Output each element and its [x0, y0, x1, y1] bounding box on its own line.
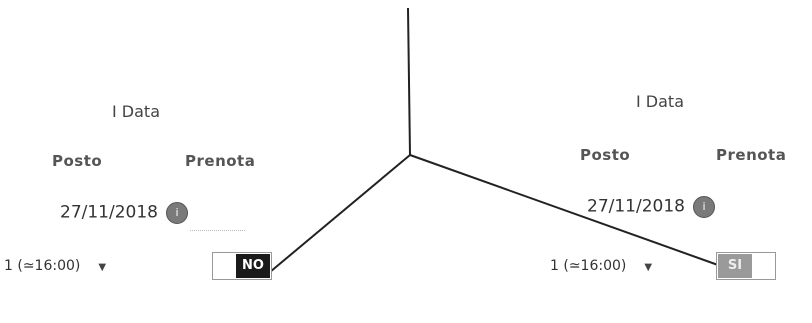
divider: [190, 230, 245, 231]
toggle-label: SI: [718, 254, 752, 278]
right-slot-value: 1 (≃16:00): [550, 258, 627, 274]
right-slot-select[interactable]: 1 (≃16:00) ▼: [550, 258, 652, 274]
left-col-posto: Posto: [52, 152, 103, 170]
right-prenota-toggle[interactable]: SI: [716, 252, 776, 280]
chevron-down-icon: ▼: [98, 262, 107, 273]
right-header-data: I Data: [636, 92, 685, 111]
toggle-label: NO: [236, 254, 270, 278]
right-date-cell: 27/11/2018 i: [587, 196, 716, 218]
right-col-prenota: Prenota: [716, 146, 787, 164]
left-date: 27/11/2018: [60, 202, 158, 223]
left-slot-value: 1 (≃16:00): [4, 258, 81, 274]
info-icon[interactable]: i: [693, 196, 716, 218]
left-slot-select[interactable]: 1 (≃16:00) ▼: [4, 258, 106, 274]
left-prenota-toggle[interactable]: NO: [212, 252, 272, 280]
right-date: 27/11/2018: [587, 196, 685, 217]
chevron-down-icon: ▼: [644, 262, 653, 273]
left-col-prenota: Prenota: [185, 152, 256, 170]
left-date-cell: 27/11/2018 i: [60, 202, 189, 224]
right-col-posto: Posto: [580, 146, 631, 164]
info-icon[interactable]: i: [166, 202, 189, 224]
left-header-data: I Data: [112, 102, 161, 121]
